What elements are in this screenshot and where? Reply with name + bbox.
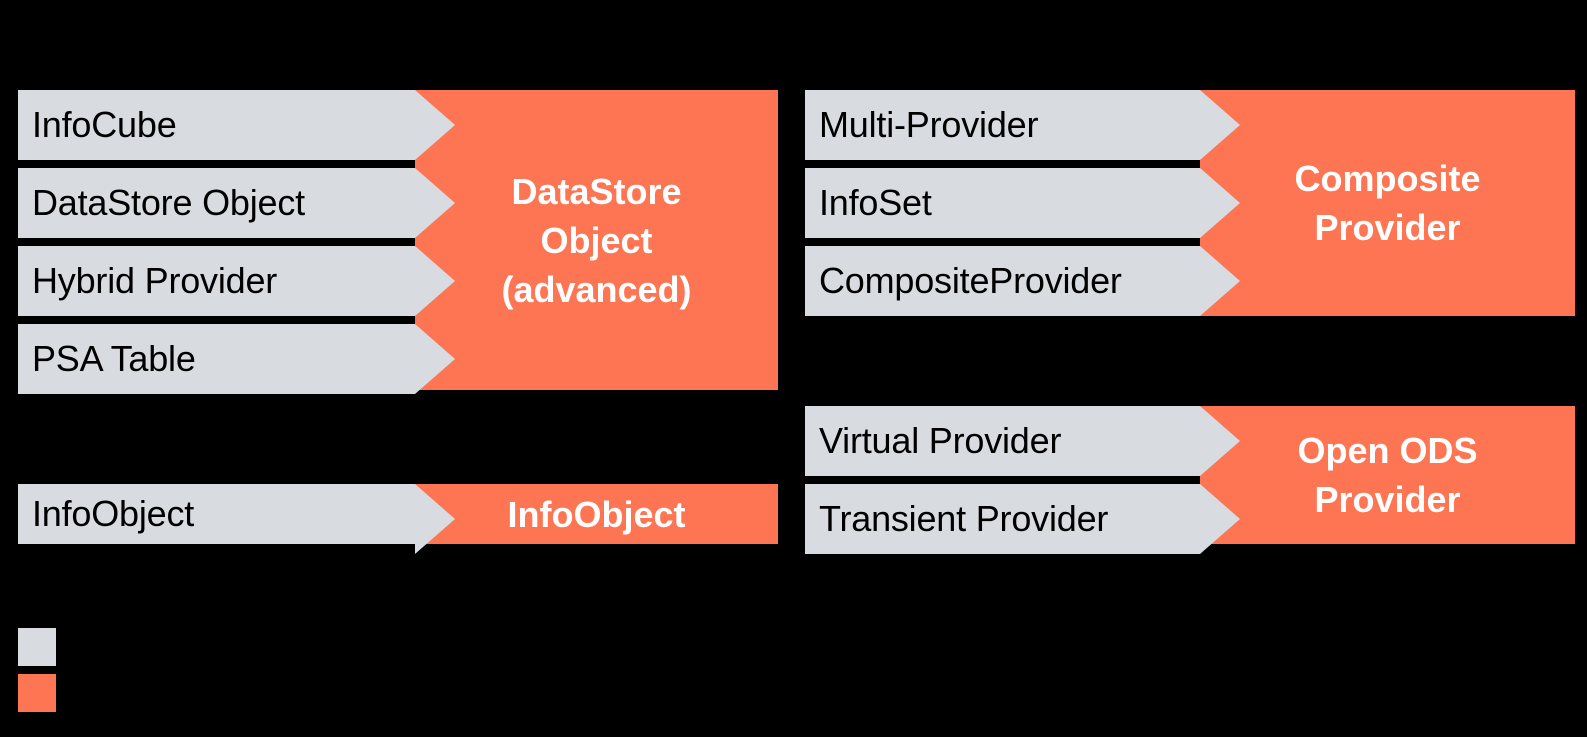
- group-datastore-object-advanced: DataStore Object (advanced) InfoCube Dat…: [18, 90, 778, 394]
- target-label: Composite Provider: [1294, 158, 1481, 248]
- source-row-infoobject[interactable]: InfoObject: [18, 484, 455, 554]
- source-row-psa-table[interactable]: PSA Table: [18, 324, 455, 394]
- source-row-hybrid-provider[interactable]: Hybrid Provider: [18, 246, 455, 316]
- source-column: Virtual Provider Transient Provider: [805, 406, 1240, 554]
- source-row-infoset[interactable]: InfoSet: [805, 168, 1240, 238]
- group-composite-provider: Composite Provider Multi-Provider InfoSe…: [805, 90, 1575, 316]
- source-row-compositeprovider[interactable]: CompositeProvider: [805, 246, 1240, 316]
- target-block-composite-provider[interactable]: Composite Provider: [1200, 90, 1575, 316]
- source-row-multi-provider[interactable]: Multi-Provider: [805, 90, 1240, 160]
- group-infoobject: InfoObject InfoObject: [18, 484, 778, 554]
- target-label: InfoObject: [507, 493, 686, 535]
- legend: [18, 628, 72, 712]
- source-column: InfoObject: [18, 484, 455, 554]
- legend-swatch-source: [18, 628, 56, 666]
- legend-swatch-target: [18, 674, 56, 712]
- source-column: Multi-Provider InfoSet CompositeProvider: [805, 90, 1240, 316]
- source-row-transient-provider[interactable]: Transient Provider: [805, 484, 1240, 554]
- target-block-open-ods-provider[interactable]: Open ODS Provider: [1200, 406, 1575, 544]
- target-label: DataStore Object (advanced): [501, 170, 692, 310]
- target-label: Open ODS Provider: [1297, 430, 1478, 520]
- source-column: InfoCube DataStore Object Hybrid Provide…: [18, 90, 455, 394]
- source-row-infocube[interactable]: InfoCube: [18, 90, 455, 160]
- legend-item-target: [18, 674, 72, 712]
- target-block-datastore-object-advanced[interactable]: DataStore Object (advanced): [415, 90, 778, 390]
- group-open-ods-provider: Open ODS Provider Virtual Provider Trans…: [805, 406, 1575, 554]
- legend-item-source: [18, 628, 72, 666]
- target-block-infoobject[interactable]: InfoObject: [415, 484, 778, 544]
- source-row-virtual-provider[interactable]: Virtual Provider: [805, 406, 1240, 476]
- source-row-datastore-object[interactable]: DataStore Object: [18, 168, 455, 238]
